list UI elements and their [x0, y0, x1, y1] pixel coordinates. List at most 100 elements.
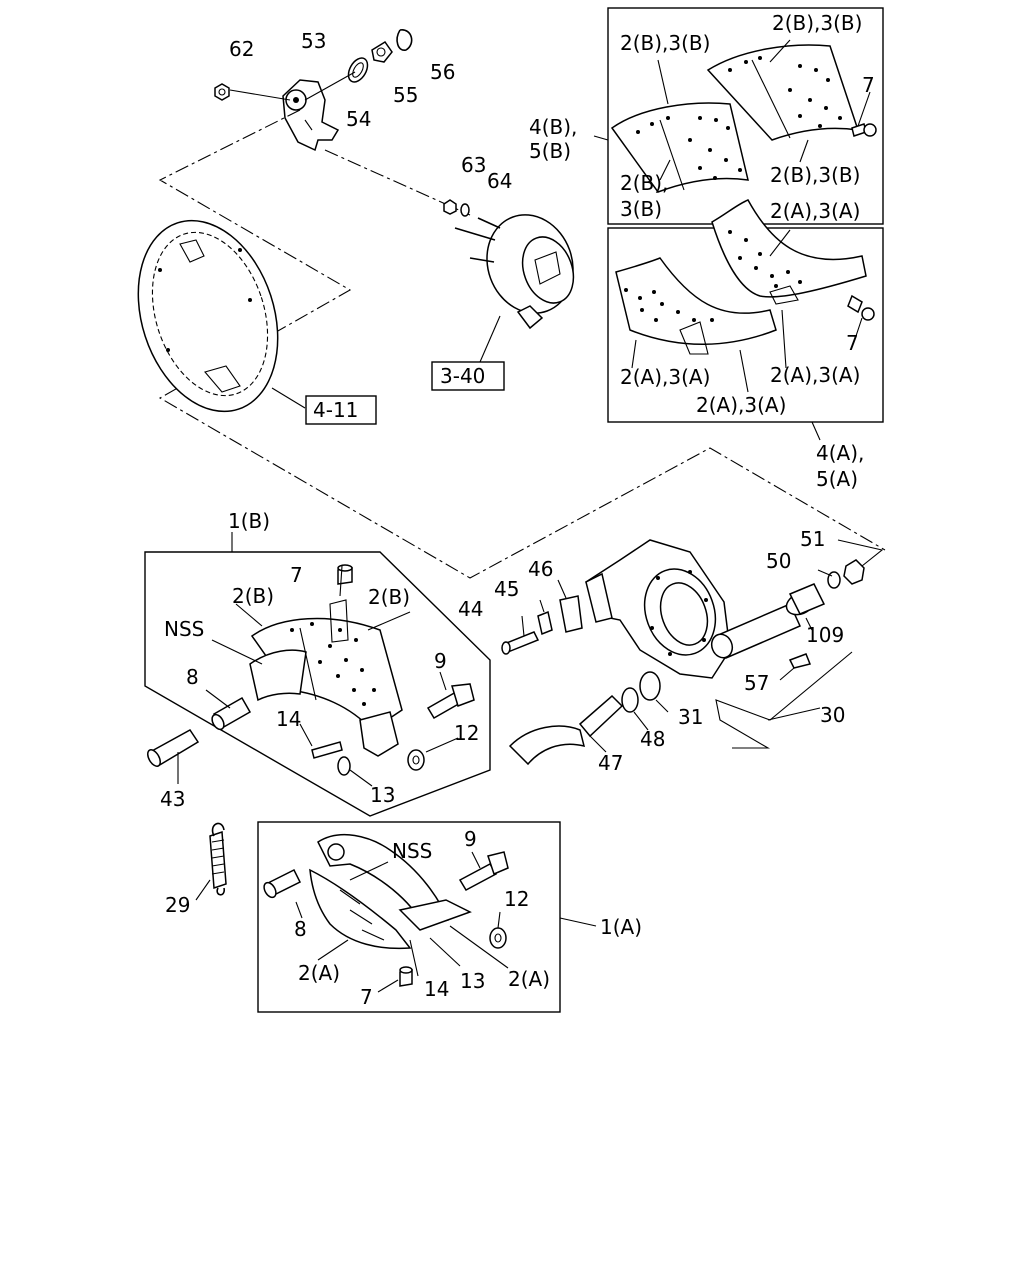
- label-b-7: 7: [862, 73, 875, 97]
- spring-29: [209, 822, 227, 896]
- label-54: 54: [346, 107, 371, 131]
- label-1b-7: 7: [290, 563, 303, 587]
- label-4a: 4(A),: [816, 441, 864, 465]
- dust-shield: [137, 219, 279, 413]
- label-5a: 5(A): [816, 467, 858, 491]
- bolt-7-1a: [399, 966, 413, 987]
- label-5b: 5(B): [529, 139, 571, 163]
- label-1b-2b-left: 2(B): [232, 584, 274, 608]
- pin-8-1b: [211, 696, 252, 731]
- label-1a-8: 8: [294, 917, 307, 941]
- bushing-12-1b: [407, 749, 425, 771]
- label-44: 44: [458, 597, 483, 621]
- label-1b-14: 14: [276, 707, 301, 731]
- label-51: 51: [800, 527, 825, 551]
- label-1a: 1(A): [600, 915, 642, 939]
- label-b-bot-left-2: 3(B): [620, 197, 662, 221]
- ref-box-3-40: [431, 361, 505, 391]
- snap-ring-56: [396, 29, 413, 51]
- group-1a-box: [257, 821, 561, 1013]
- pin-8-1a: [263, 868, 302, 899]
- label-62: 62: [229, 37, 254, 61]
- label-1b-13: 13: [370, 783, 395, 807]
- nut-62: [214, 83, 230, 101]
- label-55: 55: [393, 83, 418, 107]
- label-1b-12: 12: [454, 721, 479, 745]
- label-47: 47: [598, 751, 623, 775]
- lining-a-right: [711, 199, 867, 305]
- label-43: 43: [160, 787, 185, 811]
- lining-a-left: [615, 257, 777, 355]
- camshaft-47: [508, 694, 624, 766]
- bushing-109: [785, 583, 826, 616]
- label-1b-2b-right: 2(B): [368, 585, 410, 609]
- clip-45: [537, 610, 553, 636]
- bolt-9-1a: [458, 851, 509, 891]
- label-1a-13: 13: [460, 969, 485, 993]
- label-46: 46: [528, 557, 553, 581]
- tube-30: [710, 603, 801, 659]
- label-a-7: 7: [846, 331, 859, 355]
- label-1b-8: 8: [186, 665, 199, 689]
- label-b-top-left: 2(B),3(B): [620, 31, 710, 55]
- label-a-top: 2(A),3(A): [770, 199, 860, 223]
- washer-55: [371, 40, 393, 63]
- label-b-bot-right: 2(B),3(B): [770, 163, 860, 187]
- ref-box-4-11: [305, 395, 377, 425]
- label-b-bot-left-1: 2(B),: [620, 171, 668, 195]
- label-1a-nss: NSS: [392, 839, 432, 863]
- plate-46: [559, 595, 583, 633]
- label-63: 63: [461, 153, 486, 177]
- bushing-12-1a: [489, 927, 507, 949]
- label-1a-2a-left: 2(A): [298, 961, 340, 985]
- label-1a-14: 14: [424, 977, 449, 1001]
- lining-b-right: [706, 44, 860, 141]
- label-1a-2a-right: 2(A): [508, 967, 550, 991]
- bolt-57: [788, 653, 812, 669]
- brake-spider: [585, 539, 731, 679]
- bolt-7-b: [851, 123, 877, 137]
- label-29: 29: [165, 893, 190, 917]
- label-1b-9: 9: [434, 649, 447, 673]
- part-labels: 62 53 54 55 56 63 64 3-40 4-11 2(B),3(B)…: [160, 11, 875, 1009]
- label-ref-3-40: 3-40: [440, 364, 485, 388]
- brake-chamber: [454, 214, 575, 330]
- part-43: [147, 729, 200, 768]
- bolt-7-1b: [337, 564, 353, 585]
- nut-51: [843, 559, 865, 585]
- label-50: 50: [766, 549, 791, 573]
- label-4b: 4(B),: [529, 115, 577, 139]
- label-ref-4-11: 4-11: [313, 398, 358, 422]
- label-1b: 1(B): [228, 509, 270, 533]
- label-56: 56: [430, 60, 455, 84]
- bolt-7-a: [847, 294, 875, 321]
- seal-31: [639, 671, 661, 701]
- label-a-bot-left: 2(A),3(A): [620, 365, 710, 389]
- label-109: 109: [806, 623, 844, 647]
- label-53: 53: [301, 29, 326, 53]
- washer-50: [827, 571, 841, 589]
- lining-b-left: [610, 102, 749, 193]
- ring-13-1b: [337, 756, 351, 776]
- nut-63: [443, 199, 457, 215]
- label-1a-9: 9: [464, 827, 477, 851]
- label-1a-7: 7: [360, 985, 373, 1009]
- label-1a-12: 12: [504, 887, 529, 911]
- shoe-b: [249, 599, 403, 757]
- label-48: 48: [640, 727, 665, 751]
- washer-64: [460, 203, 470, 217]
- label-57: 57: [744, 671, 769, 695]
- label-1b-nss: NSS: [164, 617, 204, 641]
- label-31: 31: [678, 705, 703, 729]
- bolt-9-1b: [426, 683, 475, 720]
- pin-14-1b: [311, 741, 343, 759]
- label-a-bot-right: 2(A),3(A): [770, 363, 860, 387]
- bracket-53: [282, 79, 340, 152]
- seal-48: [621, 687, 639, 713]
- label-45: 45: [494, 577, 519, 601]
- bolt-44: [501, 631, 540, 655]
- label-a-bot-mid: 2(A),3(A): [696, 393, 786, 417]
- label-30: 30: [820, 703, 845, 727]
- shoe-a: [309, 833, 472, 950]
